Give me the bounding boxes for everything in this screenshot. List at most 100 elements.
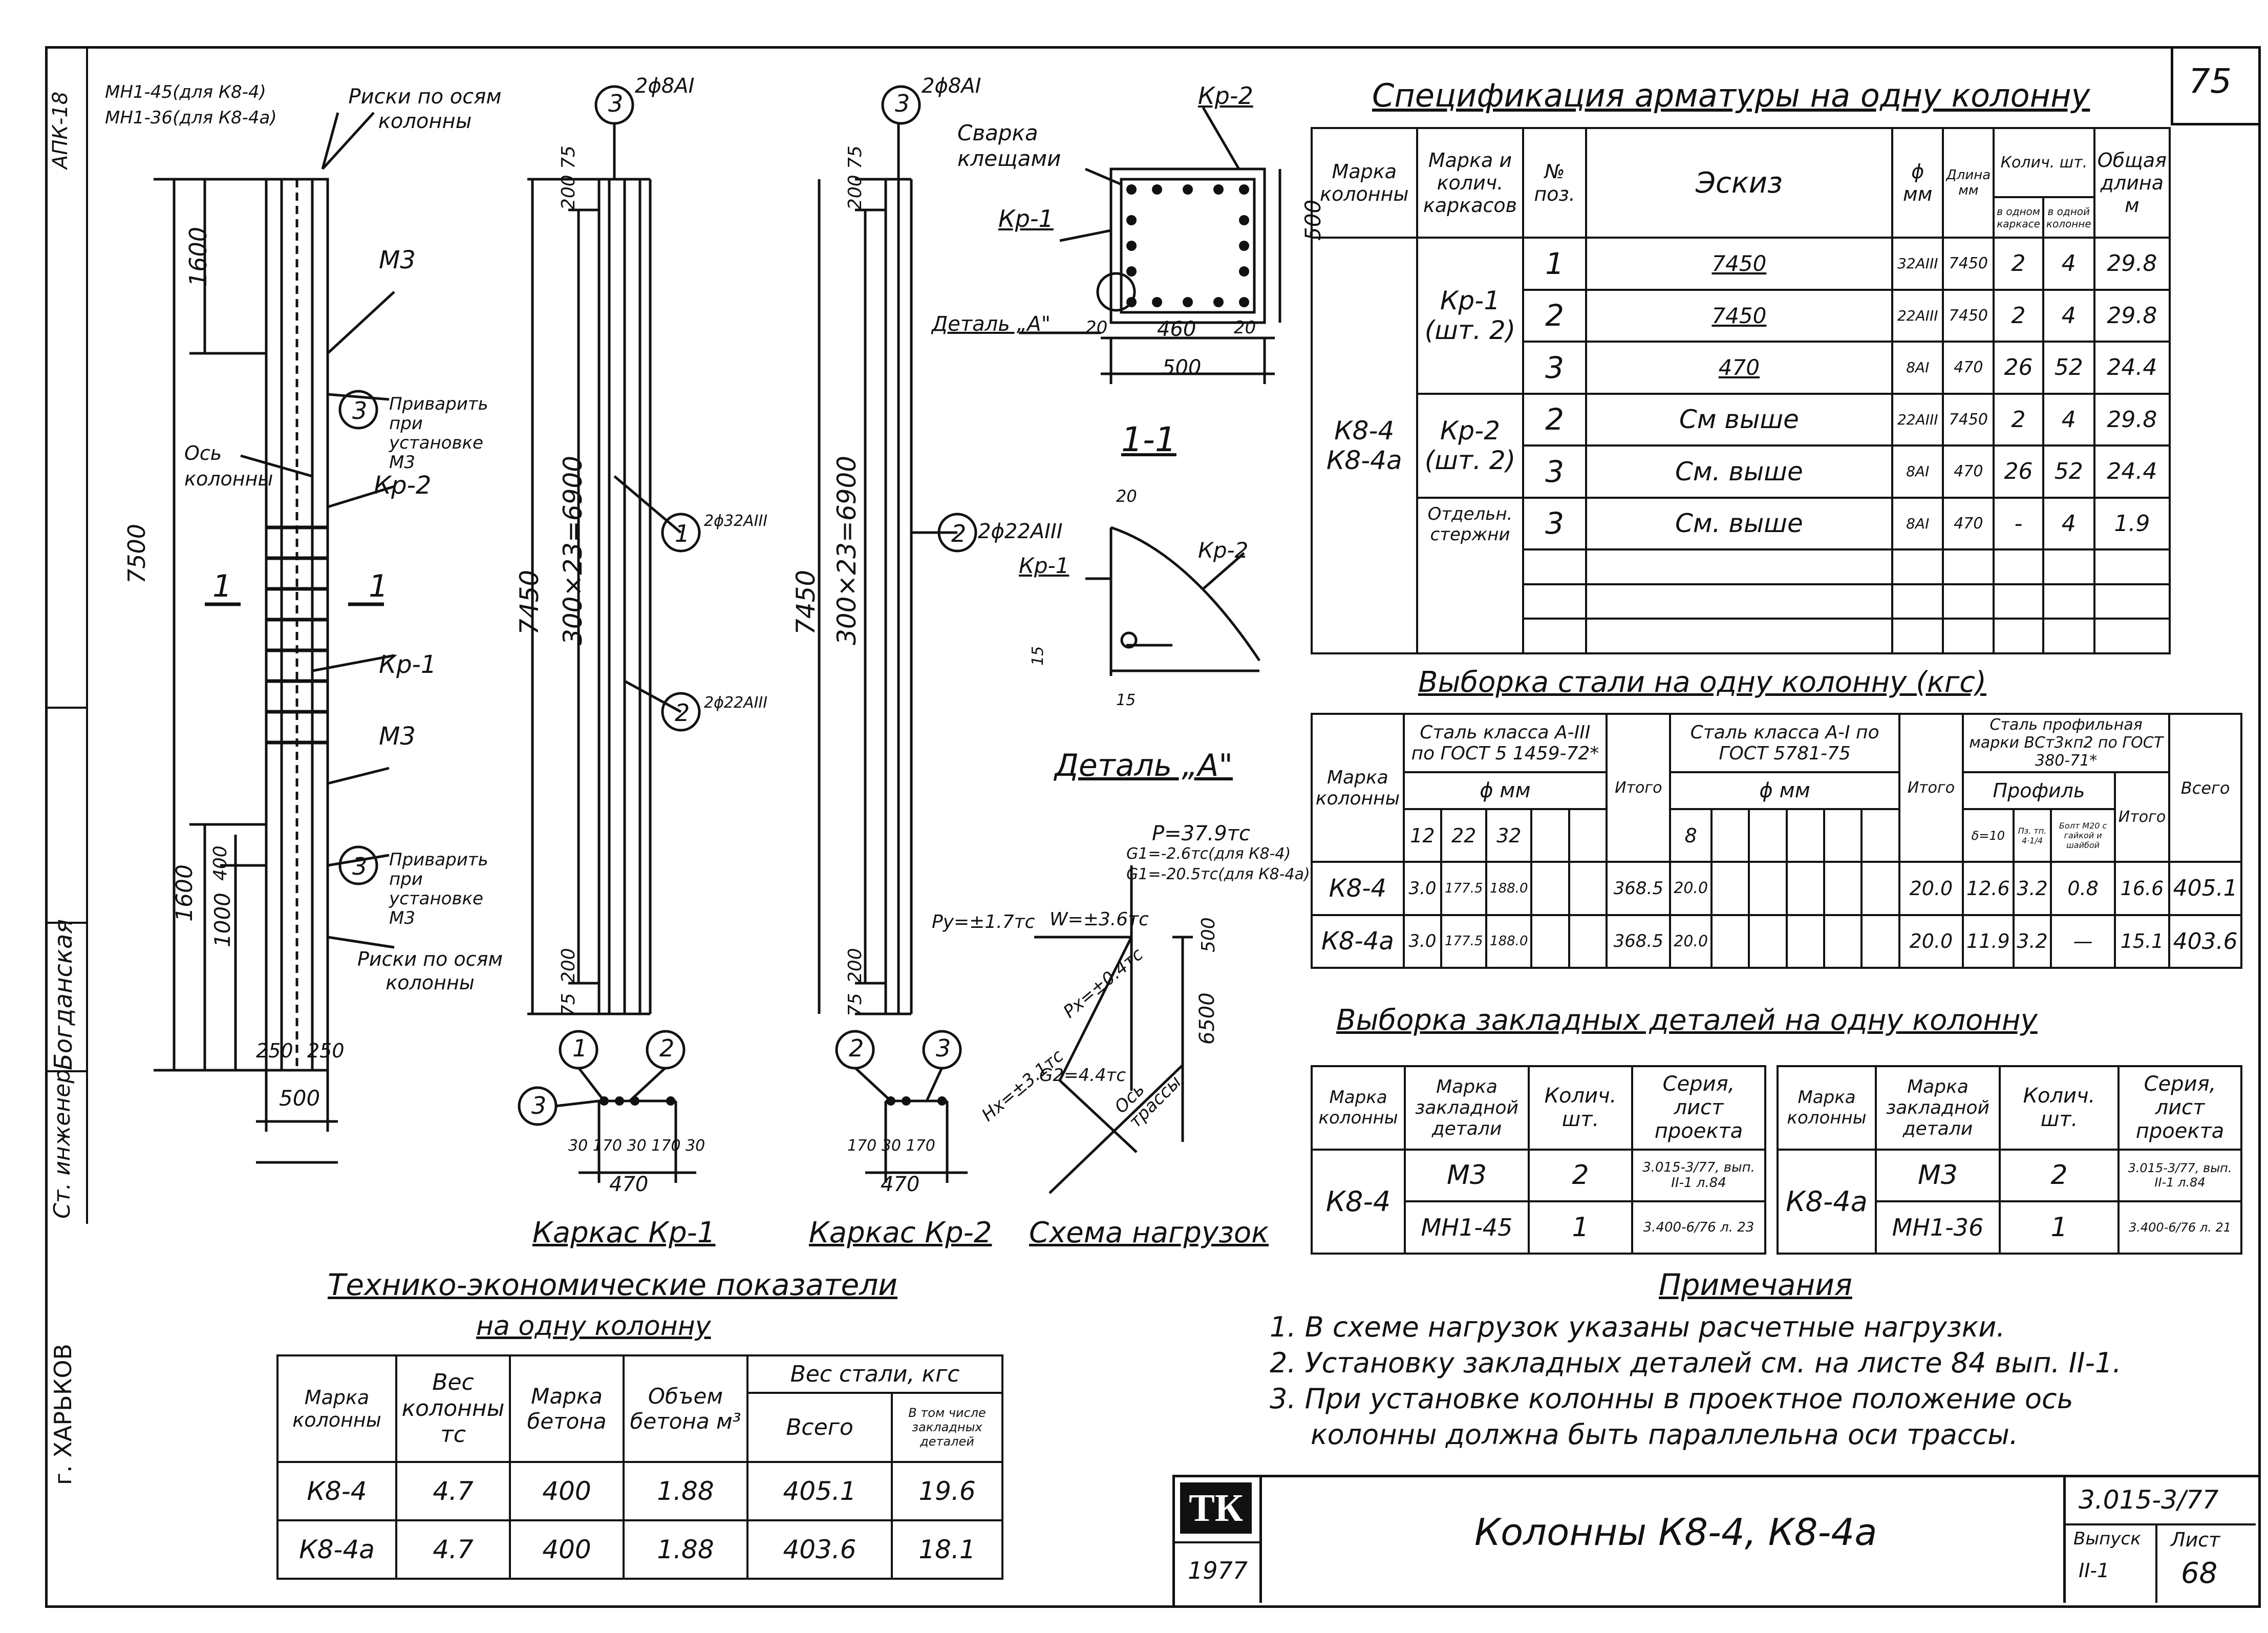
- steel-sub-a3-4: [1568, 808, 1608, 863]
- spec-0-0-pos: 1: [1522, 237, 1587, 291]
- spec-1-1-pos: 3: [1522, 444, 1587, 499]
- spec-h-len: Длина мм: [1942, 126, 1995, 239]
- spec-h-pos: № поз.: [1522, 126, 1587, 239]
- tech-h-e: В том числе закладных деталей: [891, 1391, 1003, 1463]
- steel-h-mark: Марка колонны: [1311, 712, 1405, 863]
- m3-label-1: М3: [379, 246, 416, 274]
- steel-sub-prof-2: Болт М20 с гайкой и шайбой: [2050, 808, 2116, 863]
- load-g1b: G1=-20.5тс(для К8-4а): [1126, 865, 1310, 883]
- note-3: 3. При установке колонны в проектное пол…: [1270, 1383, 2073, 1415]
- caption-kr2: Каркас Кр-2: [809, 1216, 992, 1249]
- steel-0-a1-total: 20.0: [1898, 861, 1964, 916]
- logo: ТК: [1180, 1482, 1252, 1534]
- spec-1-0-total: 29.8: [2093, 392, 2171, 447]
- detail-dim-20: 20: [1116, 486, 1137, 506]
- steel-title: Выборка стали на одну колонну (кгс): [1418, 666, 1986, 699]
- column-axis-label: Ось колонны: [184, 442, 273, 490]
- spec-h-mark: Марка колонны: [1311, 126, 1418, 239]
- kr1-cross-dim-3: 30: [627, 1137, 647, 1155]
- spec-h-total: Общая длина м: [2093, 126, 2171, 239]
- tech-0-s: 405.1: [746, 1460, 893, 1521]
- tech-subtitle: на одну колонну: [476, 1311, 711, 1342]
- steel-0-a1-5: [1860, 861, 1900, 916]
- spec-h-frame: Марка и колич. каркасов: [1416, 126, 1525, 239]
- spec-2-0-len: 470: [1942, 496, 1995, 551]
- tech-h-v: Объем бетона м³: [623, 1354, 748, 1463]
- emb-r-col: К8-4а: [1777, 1148, 1877, 1255]
- kr2-label: Кр-2: [374, 471, 432, 500]
- tech-1-w: 4.7: [395, 1519, 511, 1580]
- emb-l-1-part: МН1-45: [1404, 1200, 1530, 1255]
- embedded-title: Выборка закладных деталей на одну колонн…: [1336, 1004, 2038, 1037]
- sheet-label: Лист: [2171, 1529, 2220, 1551]
- spec-0-0-n1: 2: [1993, 237, 2044, 291]
- kr1-bar-2-num: 2: [675, 699, 690, 727]
- spec-0-2-n2: 52: [2042, 341, 2095, 395]
- sheet-frame: [45, 46, 2261, 1608]
- spec-frame-0: Кр-1 (шт. 2): [1416, 237, 1525, 395]
- kr2-bars-top: 2ϕ8АI: [922, 74, 981, 98]
- tech-0-w: 4.7: [395, 1460, 511, 1521]
- tech-h-w: Вес колонны тс: [395, 1354, 511, 1463]
- load-py: Py=±1.7тс: [932, 911, 1035, 932]
- spec-h-n2: в одной колонне: [2042, 196, 2095, 239]
- tech-0-mark: К8-4: [276, 1460, 397, 1521]
- spec-0-1-len: 7450: [1942, 288, 1995, 343]
- load-dim-500: 500: [1198, 917, 1219, 952]
- spec-0-0-n2: 4: [2042, 237, 2095, 291]
- steel-sub-a1-0: 8: [1669, 808, 1713, 863]
- kr1-label: Кр-1: [379, 650, 437, 679]
- notes-title: Примечания: [1659, 1267, 1852, 1302]
- spec-1-0-n1: 2: [1993, 392, 2044, 447]
- kr1-bar-2: 2ϕ22АIII: [704, 694, 768, 712]
- weld-circle-2-num: 3: [352, 853, 368, 880]
- steel-1-a3-0: 3.0: [1402, 914, 1443, 969]
- steel-1-a1-1: [1710, 914, 1750, 969]
- steel-0-a3-4: [1568, 861, 1608, 916]
- caption-kr1: Каркас Кр-1: [532, 1216, 716, 1249]
- tech-table: Марка колонны Вес колонны тс Марка бетон…: [276, 1354, 1003, 1580]
- sheet-year: 1977: [1188, 1557, 1248, 1584]
- kr1-dim-6900: 300×23=6900: [558, 455, 588, 645]
- dim-250-right: 250: [307, 1040, 345, 1062]
- section-mark-right: 1: [369, 568, 389, 604]
- tech-h-mark: Марка колонны: [276, 1354, 397, 1463]
- tech-0-e: 19.6: [891, 1460, 1003, 1521]
- spec-frame-1: Кр-2 (шт. 2): [1416, 392, 1525, 499]
- steel-0-a3-total: 368.5: [1606, 861, 1672, 916]
- dim-1000: 1000: [210, 893, 235, 947]
- kr1-bars-top: 2ϕ8АI: [635, 74, 695, 98]
- sheet-number-box: [2171, 46, 2258, 125]
- spec-table: Марка колонны Марка и колич. каркасов № …: [1311, 126, 2171, 655]
- steel-0-prof-2: 0.8: [2050, 861, 2116, 916]
- steel-1-prof-total: 15.1: [2113, 914, 2171, 969]
- weld-note-1: Приварить при установке М3: [389, 394, 488, 473]
- spec-0-1-total: 29.8: [2093, 288, 2171, 343]
- steel-sub-a3-2: 32: [1485, 808, 1533, 863]
- code-divider: [2063, 1523, 2256, 1525]
- detail-dim-15-a: 15: [1029, 646, 1047, 666]
- spec-frame-2: Отдельн. стержни: [1416, 496, 1525, 655]
- kr2-dim-75-bottom: 75: [845, 993, 866, 1016]
- kr2-dim-200-bottom: 200: [845, 948, 866, 983]
- stamp-divider-2: [45, 922, 86, 924]
- emb-l-0-n: 2: [1528, 1148, 1633, 1203]
- embedded-table-right: Марка колонны Марка закладной детали Кол…: [1777, 1065, 2242, 1255]
- steel-h-a1: Сталь класса А-I по ГОСТ 5781-75: [1669, 713, 1900, 773]
- detail-kr2: Кр-2: [1198, 538, 1249, 563]
- section-dim-500-h: 500: [1162, 356, 1202, 379]
- sheet-number: 75: [2189, 61, 2232, 101]
- tech-title: Технико-экономические показатели: [328, 1267, 897, 1302]
- tech-1-s: 403.6: [746, 1519, 893, 1580]
- section-kr1: Кр-1: [998, 205, 1054, 232]
- emb-l-h-2: Колич. шт.: [1528, 1065, 1633, 1151]
- spec-1-1-total: 24.4: [2093, 444, 2171, 499]
- spec-1-1-n1: 26: [1993, 444, 2044, 499]
- steel-sub-a1-4: [1823, 808, 1863, 863]
- steel-row-1: К8-4а 3.0 177.5 188.0 368.5 20.0 20.0 11…: [1311, 914, 2242, 969]
- spec-0-1-sketch: 7450: [1585, 288, 1894, 343]
- tech-1-b: 400: [509, 1519, 625, 1580]
- kr2-bar-1: 2ϕ22АIII: [978, 520, 1063, 543]
- kr1-cross-dim-4: 170: [651, 1137, 681, 1155]
- drawing-area: [154, 85, 1281, 1194]
